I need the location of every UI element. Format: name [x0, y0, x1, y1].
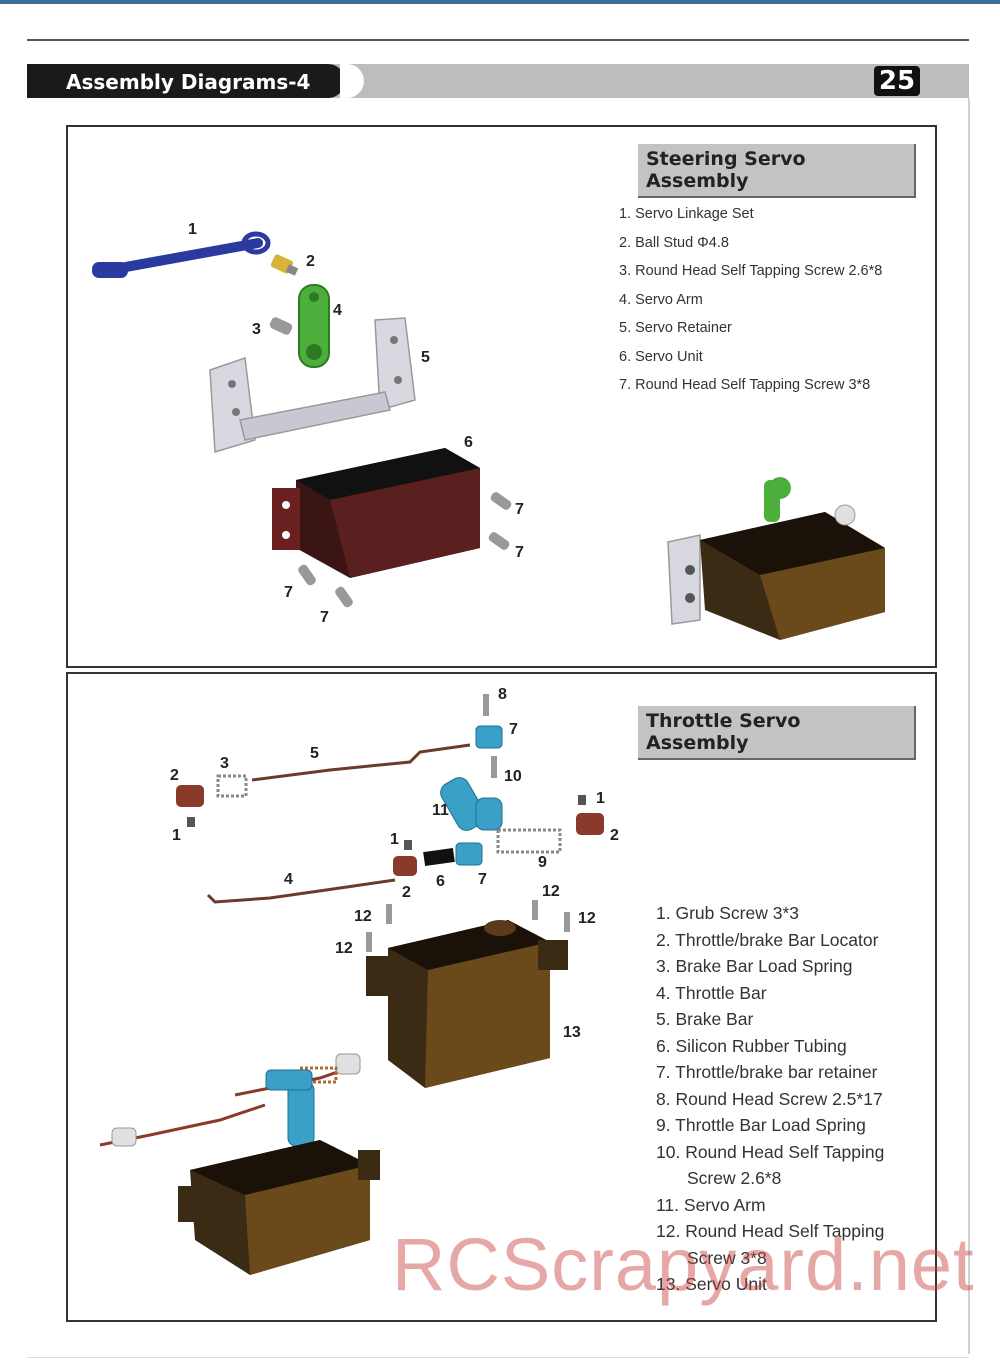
list-item: 1. Servo Linkage Set	[619, 206, 754, 222]
list-item: 2. Throttle/brake Bar Locator	[656, 929, 879, 950]
callout-label: 9	[538, 854, 547, 871]
servo-retainer-illustration	[209, 317, 416, 453]
callout-label: 7	[509, 721, 518, 738]
steering-parts-list: 1. Servo Linkage Set 2. Ball Stud Φ4.8 3…	[619, 206, 882, 406]
screws-illustration	[298, 492, 512, 608]
list-item: 8. Round Head Screw 2.5*17	[656, 1088, 883, 1109]
callout-label: 7	[515, 501, 524, 518]
callout-label: 2	[402, 884, 411, 901]
callout-label: 6	[436, 873, 445, 890]
ball-stud-illustration	[270, 254, 299, 276]
list-item: 2. Ball Stud Φ4.8	[619, 234, 729, 251]
list-item: 13. Servo Unit	[656, 1274, 767, 1294]
small-screw-illustration	[269, 317, 293, 335]
callout-label: 12	[335, 940, 353, 957]
callout-label: 2	[170, 767, 179, 784]
page-number: 25	[874, 66, 920, 96]
list-item: Screw 3*8	[687, 1247, 767, 1268]
throttle-section-title: Throttle Servo Assembly	[638, 706, 916, 760]
callout-label: 1	[172, 827, 181, 844]
steering-callout-labels: 1 2 3 4 5 6 7 7 7 7	[188, 221, 524, 626]
header-title-tab	[27, 64, 345, 98]
list-item: Screw 2.6*8	[687, 1168, 782, 1188]
callout-label: 12	[354, 908, 372, 925]
list-item: 10. Round Head Self Tapping	[656, 1141, 885, 1162]
steering-section-title: Steering Servo Assembly	[638, 144, 916, 198]
grub-screws-illustration	[187, 795, 586, 850]
callout-label: 5	[310, 745, 319, 762]
callout-label: 11	[432, 802, 449, 819]
list-item: 7. Throttle/brake bar retainer	[656, 1062, 878, 1082]
callout-label: 12	[542, 883, 560, 900]
watermark: RCScrapyard.net	[392, 1223, 975, 1306]
springs-illustration	[216, 774, 562, 854]
list-item: 1. Grub Screw 3*3	[656, 903, 799, 923]
callout-label: 1	[390, 831, 399, 848]
callout-label: 7	[320, 609, 329, 626]
servo-linkage-illustration	[92, 231, 271, 278]
bar-retainers-illustration	[455, 725, 503, 866]
throttle-callout-labels: 8 7 5 3 2 1 10 11 1 2 1 9 4 2 6 7 12 12 …	[170, 686, 619, 1041]
servo-arm-illustration	[298, 284, 330, 368]
page-title: Assembly Diagrams-4	[66, 70, 311, 94]
callout-label: 3	[220, 755, 229, 772]
callout-label: 8	[498, 686, 507, 703]
callout-label: 3	[252, 321, 261, 338]
list-item: 4. Throttle Bar	[656, 982, 767, 1003]
throttle-servo-arm-illustration	[440, 777, 503, 831]
callout-label: 1	[188, 221, 197, 238]
callout-label: 7	[478, 871, 487, 888]
rubber-tubing-illustration	[423, 847, 455, 867]
callout-label: 4	[284, 871, 293, 888]
list-item: 4. Servo Arm	[619, 291, 703, 308]
list-item: 11. Servo Arm	[656, 1194, 766, 1215]
list-item: 3. Brake Bar Load Spring	[656, 956, 853, 976]
callout-label: 13	[563, 1024, 581, 1041]
top-accent-line	[0, 0, 1000, 4]
callout-label: 12	[578, 910, 596, 927]
callout-label: 10	[504, 768, 522, 785]
bottom-margin-line	[27, 1357, 969, 1358]
throttle-parts-list: 1. Grub Screw 3*3 2. Throttle/brake Bar …	[656, 903, 884, 1301]
list-item: 9. Throttle Bar Load Spring	[656, 1115, 866, 1135]
callout-label: 4	[333, 302, 342, 319]
brake-bar-illustration	[251, 743, 471, 782]
throttle-servo-unit-illustration	[366, 920, 568, 1088]
callout-label: 7	[284, 584, 293, 601]
servo-unit-illustration	[272, 448, 480, 578]
right-margin-line	[968, 98, 970, 1354]
list-item: 3. Round Head Self Tapping Screw 2.6*8	[619, 263, 883, 279]
callout-label: 2	[610, 827, 619, 844]
header-rule	[27, 39, 969, 41]
callout-label: 6	[464, 434, 473, 451]
list-item: 12. Round Head Self Tapping	[656, 1221, 885, 1241]
callout-label: 5	[421, 349, 430, 366]
list-item: 7. Round Head Self Tapping Screw 3*8	[619, 377, 871, 393]
list-item: 6. Silicon Rubber Tubing	[656, 1035, 847, 1056]
list-item: 5. Brake Bar	[656, 1009, 754, 1029]
callout-label: 2	[306, 253, 315, 270]
callout-label: 1	[596, 790, 605, 807]
list-item: 6. Servo Unit	[619, 348, 703, 365]
assembled-throttle-servo-illustration	[99, 1053, 380, 1275]
list-item: 5. Servo Retainer	[619, 320, 732, 336]
throttle-bar-illustration	[206, 878, 396, 904]
callout-label: 7	[515, 544, 524, 561]
bar-locators-illustration	[176, 785, 604, 876]
throttle-screws-illustration	[366, 694, 570, 952]
assembled-steering-servo-illustration	[667, 477, 885, 640]
